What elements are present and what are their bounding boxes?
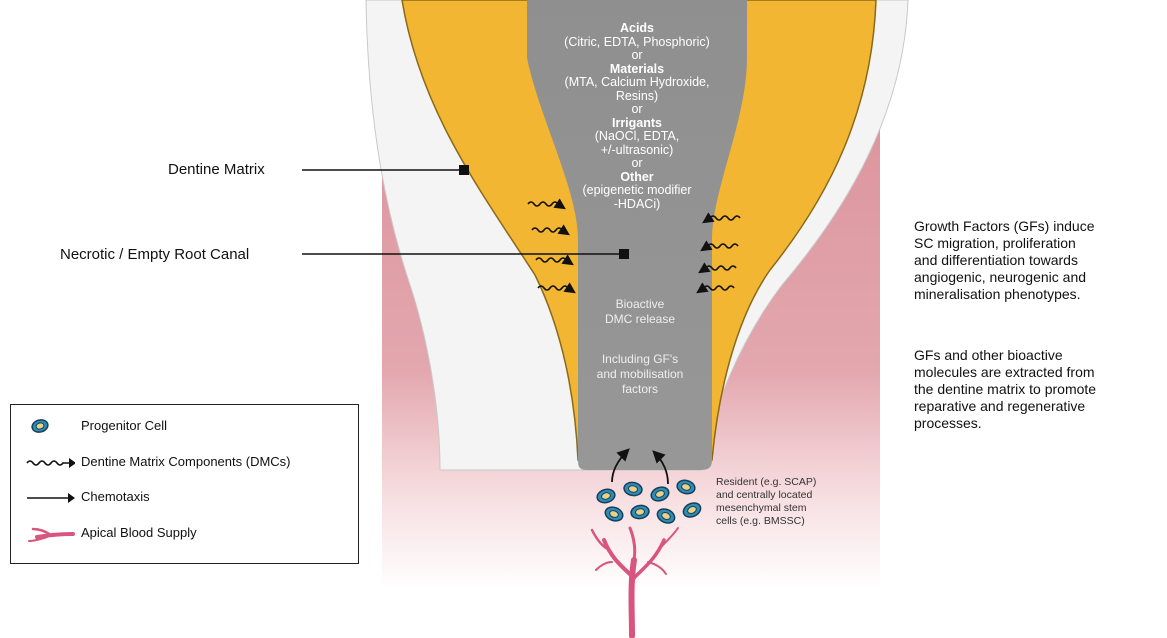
release-line-1: Bioactive: [545, 297, 735, 312]
acids-detail: (Citric, EDTA, Phosphoric): [527, 36, 747, 50]
legend-label: Dentine Matrix Components (DMCs): [81, 454, 291, 469]
gf-line-4: angiogenic, neurogenic and: [914, 269, 1159, 286]
including-line-3: factors: [545, 382, 735, 397]
stem-line-2: and centrally located: [716, 489, 816, 502]
bioactive-molecules-paragraph: GFs and other bioactive molecules are ex…: [914, 347, 1159, 432]
legend-item-chemotaxis: Chemotaxis: [11, 487, 358, 507]
bm-line-2: molecules are extracted from: [914, 364, 1159, 381]
legend-label: Apical Blood Supply: [81, 525, 197, 540]
canal-treatment-text: Acids (Citric, EDTA, Phosphoric) or Mate…: [527, 22, 747, 211]
bm-line-3: the dentine matrix to promote: [914, 381, 1159, 398]
or-text-1: or: [527, 49, 747, 63]
legend-label: Progenitor Cell: [81, 418, 167, 433]
growth-factors-paragraph: Growth Factors (GFs) induce SC migration…: [914, 218, 1159, 303]
including-line-1: Including GF's: [545, 352, 735, 367]
legend-item-blood-supply: Apical Blood Supply: [11, 523, 358, 543]
dentine-pointer-marker: [459, 165, 469, 175]
acids-title: Acids: [527, 22, 747, 36]
dmc-release-text: Bioactive DMC release: [545, 297, 735, 327]
arrow-icon: [25, 489, 75, 512]
or-text-3: or: [527, 157, 747, 171]
stem-cell-caption: Resident (e.g. SCAP) and centrally locat…: [716, 476, 816, 528]
bm-line-5: processes.: [914, 415, 1159, 432]
legend-item-dmc: Dentine Matrix Components (DMCs): [11, 452, 358, 472]
materials-detail-1: (MTA, Calcium Hydroxide,: [527, 76, 747, 90]
wavy-arrow-icon: [25, 454, 75, 477]
progenitor-cell-icon: [25, 418, 55, 441]
release-line-2: DMC release: [545, 312, 735, 327]
or-text-2: or: [527, 103, 747, 117]
including-line-2: and mobilisation: [545, 367, 735, 382]
materials-title: Materials: [527, 63, 747, 77]
gf-line-3: and differentiation towards: [914, 252, 1159, 269]
irrigants-detail-2: +/-ultrasonic): [527, 144, 747, 158]
dentine-matrix-label: Dentine Matrix: [168, 161, 265, 178]
legend-box: Progenitor Cell Dentine Matrix Component…: [10, 404, 359, 564]
gf-line-1: Growth Factors (GFs) induce: [914, 218, 1159, 235]
root-canal-label: Necrotic / Empty Root Canal: [60, 246, 249, 263]
irrigants-title: Irrigants: [527, 117, 747, 131]
other-title: Other: [527, 171, 747, 185]
stem-line-4: cells (e.g. BMSSC): [716, 515, 816, 528]
canal-pointer-marker: [619, 249, 629, 259]
other-detail-1: (epigenetic modifier: [527, 184, 747, 198]
blood-vessel-icon: [25, 525, 75, 548]
bm-line-1: GFs and other bioactive: [914, 347, 1159, 364]
legend-label: Chemotaxis: [81, 489, 150, 504]
gf-line-5: mineralisation phenotypes.: [914, 286, 1159, 303]
stem-line-3: mesenchymal stem: [716, 502, 816, 515]
including-gf-text: Including GF's and mobilisation factors: [545, 352, 735, 397]
other-detail-2: -HDACi): [527, 198, 747, 212]
gf-line-2: SC migration, proliferation: [914, 235, 1159, 252]
materials-detail-2: Resins): [527, 90, 747, 104]
irrigants-detail-1: (NaOCl, EDTA,: [527, 130, 747, 144]
legend-item-progenitor: Progenitor Cell: [11, 416, 358, 436]
stem-line-1: Resident (e.g. SCAP): [716, 476, 816, 489]
bm-line-4: reparative and regenerative: [914, 398, 1159, 415]
